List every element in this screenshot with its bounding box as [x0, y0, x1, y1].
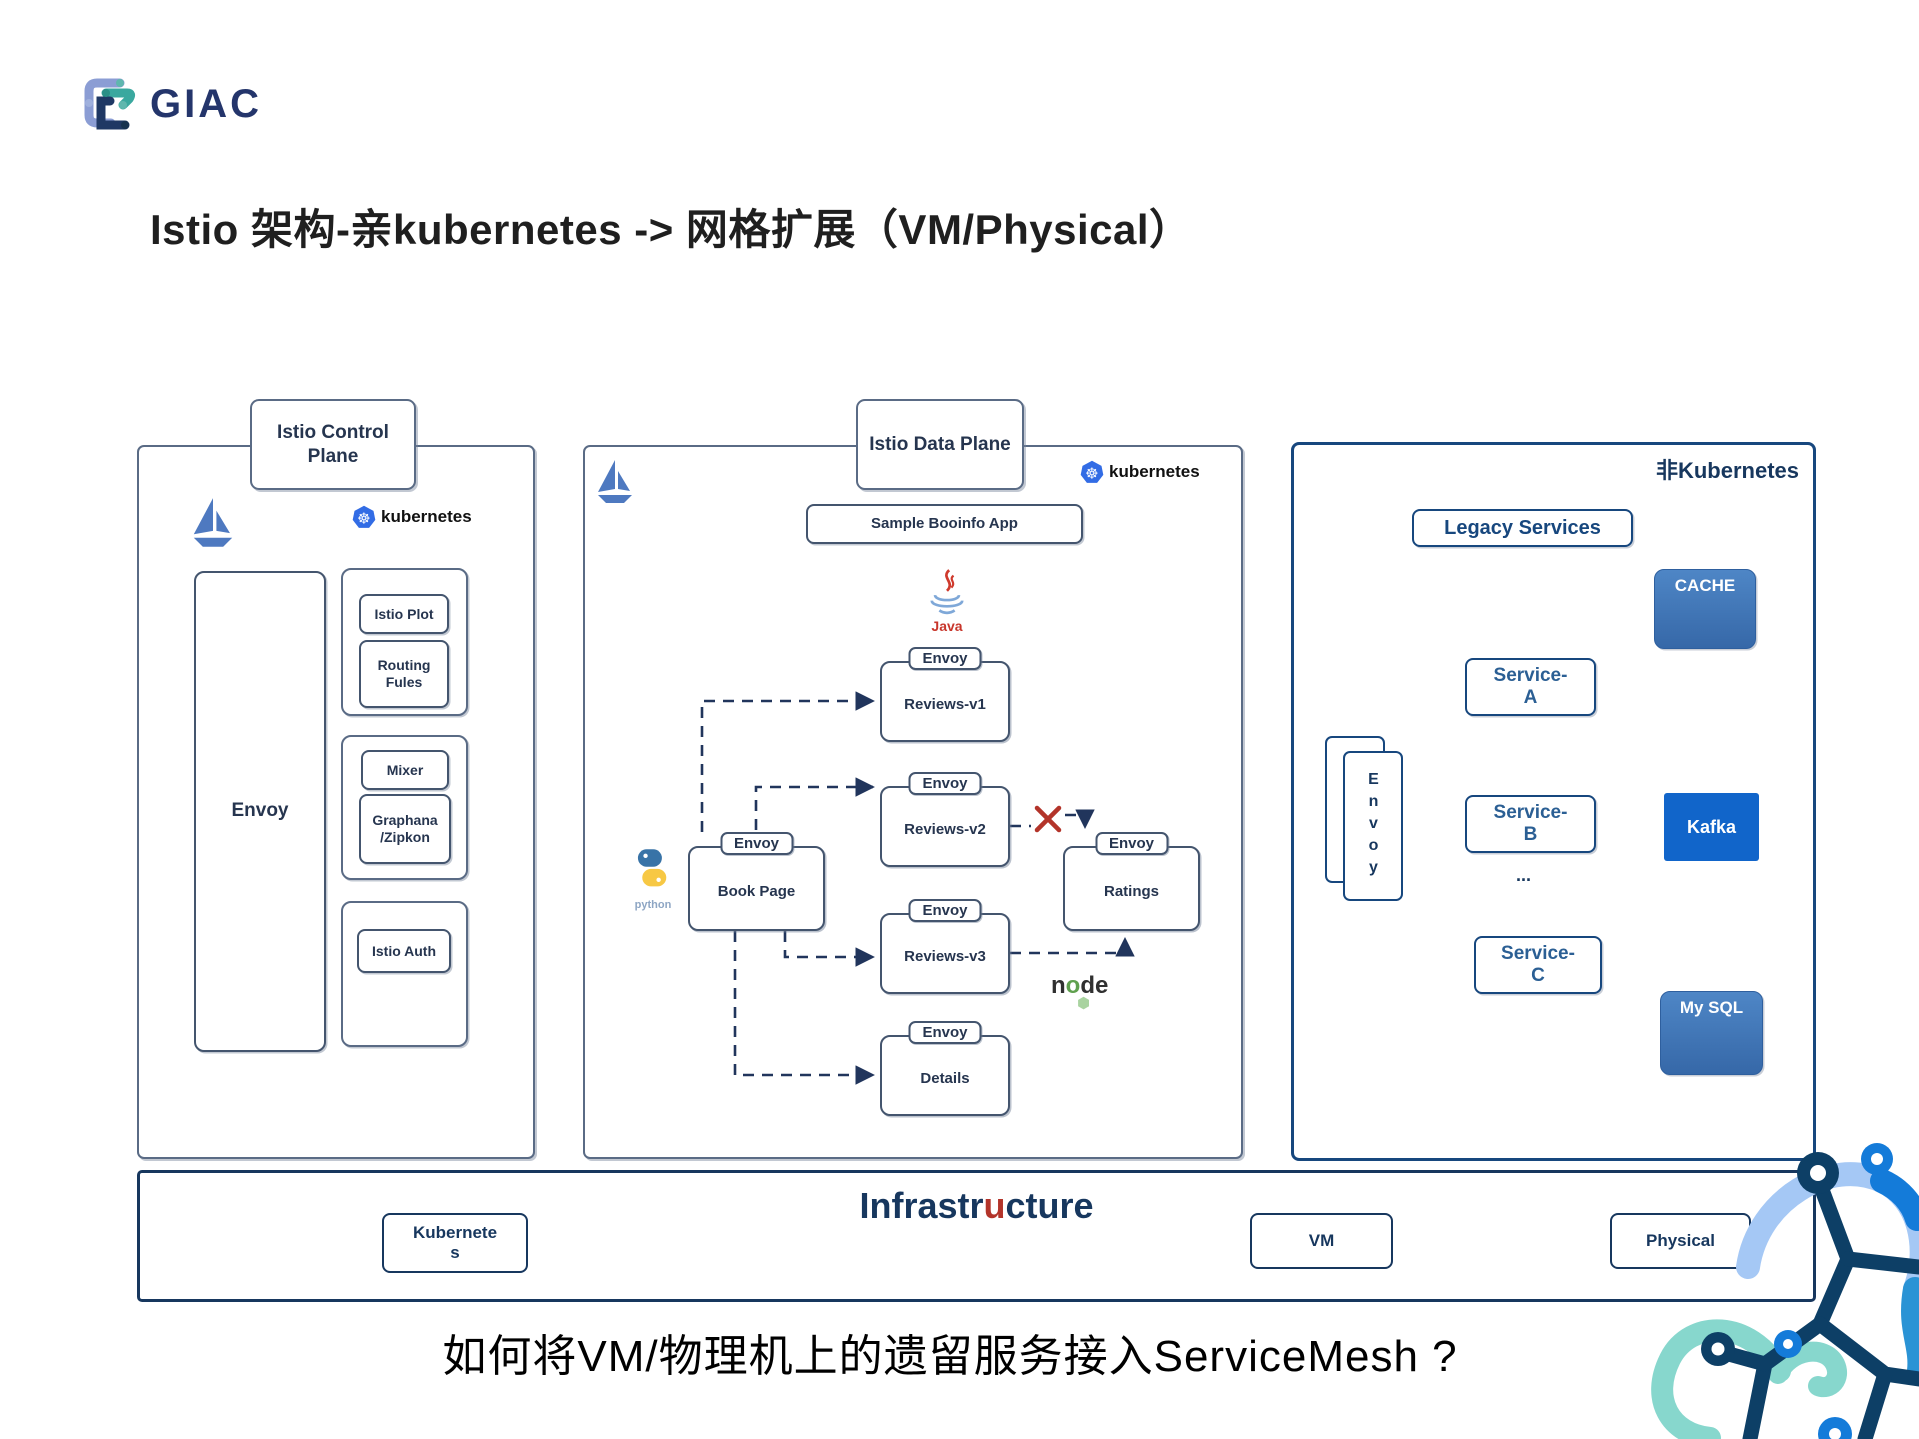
kubernetes-icon: ☸ [352, 505, 376, 528]
envoy-sidecar-tab: Envoy [908, 1021, 982, 1044]
mixer-box: Mixer [361, 750, 449, 790]
kafka-box: Kafka [1664, 793, 1759, 861]
routing-rules-box: Routing Fules [359, 640, 449, 708]
envoy-sidecar-tab: Envoy [719, 832, 794, 855]
istio-sailboat-icon [598, 460, 632, 503]
mysql-box: My SQL [1660, 991, 1763, 1075]
graphana-zipkon-box: Graphana /Zipkon [359, 794, 451, 864]
book-page-box: Envoy Book Page [688, 832, 825, 931]
python-icon: python [627, 847, 679, 911]
data-plane-title-box: Istio Data Plane [856, 399, 1024, 490]
service-label: Details [920, 1070, 970, 1088]
kubernetes-icon: ☸ [1080, 460, 1104, 483]
service-a-label: Service-A [1493, 665, 1568, 708]
svg-text:☸: ☸ [357, 511, 370, 528]
reviews-v3-box: Envoy Reviews-v3 [880, 899, 1010, 994]
infrastructure-title: Infrastructure [859, 1185, 1094, 1226]
envoy-proxy-box: Envoy [1343, 751, 1403, 901]
details-box: Envoy Details [880, 1021, 1010, 1116]
nodejs-icon: node ⬢ [1051, 972, 1131, 1016]
service-box-outline [880, 661, 1010, 742]
python-label: python [634, 899, 672, 911]
reviews-v2-box: Envoy Reviews-v2 [880, 772, 1010, 867]
legacy-services-box: Legacy Services [1412, 509, 1633, 547]
kubernetes-label-text: kubernetes [381, 507, 472, 526]
istio-auth-box: Istio Auth [357, 929, 451, 973]
reviews-v1-box: Envoy Reviews-v1 [880, 647, 1010, 742]
service-label: Ratings [1103, 883, 1159, 901]
connector-lines [700, 691, 1135, 1085]
auth-group-box [341, 901, 468, 1047]
service-label: Reviews-v1 [904, 696, 986, 714]
envoy-box: Envoy [194, 571, 326, 1052]
service-b-box: Service-B [1465, 795, 1596, 853]
istio-pilot-box: Istio Plot [359, 594, 449, 634]
bottom-question: 如何将VM/物理机上的遗留服务接入ServiceMesh ? [442, 1332, 1458, 1381]
page-title: Istio 架构-亲kubernetes -> 网格扩展（VM/Physical… [150, 206, 1192, 253]
service-label: Reviews-v3 [904, 948, 986, 966]
cache-box: CACHE [1654, 569, 1756, 649]
network-decoration [1651, 1143, 1919, 1439]
service-c-label: Service-C [1501, 943, 1575, 986]
physical-infra-box: Physical [1610, 1213, 1751, 1269]
envoy-proxy-label: Envoy [1365, 771, 1382, 881]
giac-logo: GIAC [80, 74, 262, 134]
infrastructure-bar: Infrastructure Kubernetes VM Physical [137, 1170, 1816, 1302]
non-kubernetes-title: 非Kubernetes [1655, 458, 1799, 483]
service-c-box: Service-C [1474, 936, 1602, 994]
ratings-box: Envoy Ratings [1063, 832, 1200, 931]
kubernetes-label: ☸ kubernetes [1080, 460, 1200, 484]
kubernetes-label: ☸ kubernetes [352, 505, 472, 529]
kubernetes-infra-label: Kubernetes [412, 1222, 498, 1262]
envoy-sidecar-tab: Envoy [908, 899, 982, 922]
sample-bookinfo-app-box: Sample Booinfo App [806, 504, 1083, 544]
istio-sailboat-icon [193, 498, 233, 547]
vm-infra-box: VM [1250, 1213, 1393, 1269]
giac-logo-icon [84, 78, 136, 130]
kubernetes-label-text: kubernetes [1109, 462, 1200, 481]
service-label: Reviews-v2 [904, 821, 986, 839]
giac-logo-text: GIAC [150, 81, 262, 126]
service-a-box: Service-A [1465, 658, 1596, 716]
java-icon: Java [925, 568, 969, 634]
java-label: Java [931, 618, 963, 634]
svg-text:☸: ☸ [1085, 466, 1098, 483]
failure-x-icon [1034, 805, 1062, 833]
control-plane-title-box: Istio Control Plane [250, 399, 416, 490]
envoy-sidecar-tab: Envoy [908, 647, 982, 670]
kubernetes-infra-box: Kubernetes [382, 1213, 528, 1273]
service-label: Book Page [717, 883, 796, 901]
istio-control-plane-panel: Istio Control Plane ☸ kubernetes Envoy I… [137, 399, 535, 1159]
service-box-outline [1063, 846, 1200, 931]
non-kubernetes-panel: 非Kubernetes Legacy Services CACHE Servic… [1291, 442, 1816, 1161]
nodejs-label: node [1051, 972, 1109, 999]
envoy-sidecar-tab: Envoy [1094, 832, 1169, 855]
istio-data-plane-panel: Istio Data Plane ☸ kubernetes Sample Boo… [583, 399, 1243, 1159]
more-services-ellipsis: ... [1516, 865, 1532, 885]
envoy-sidecar-tab: Envoy [908, 772, 982, 795]
service-b-label: Service-B [1493, 802, 1568, 845]
nodejs-hexagon-icon: ⬢ [1077, 995, 1091, 1012]
